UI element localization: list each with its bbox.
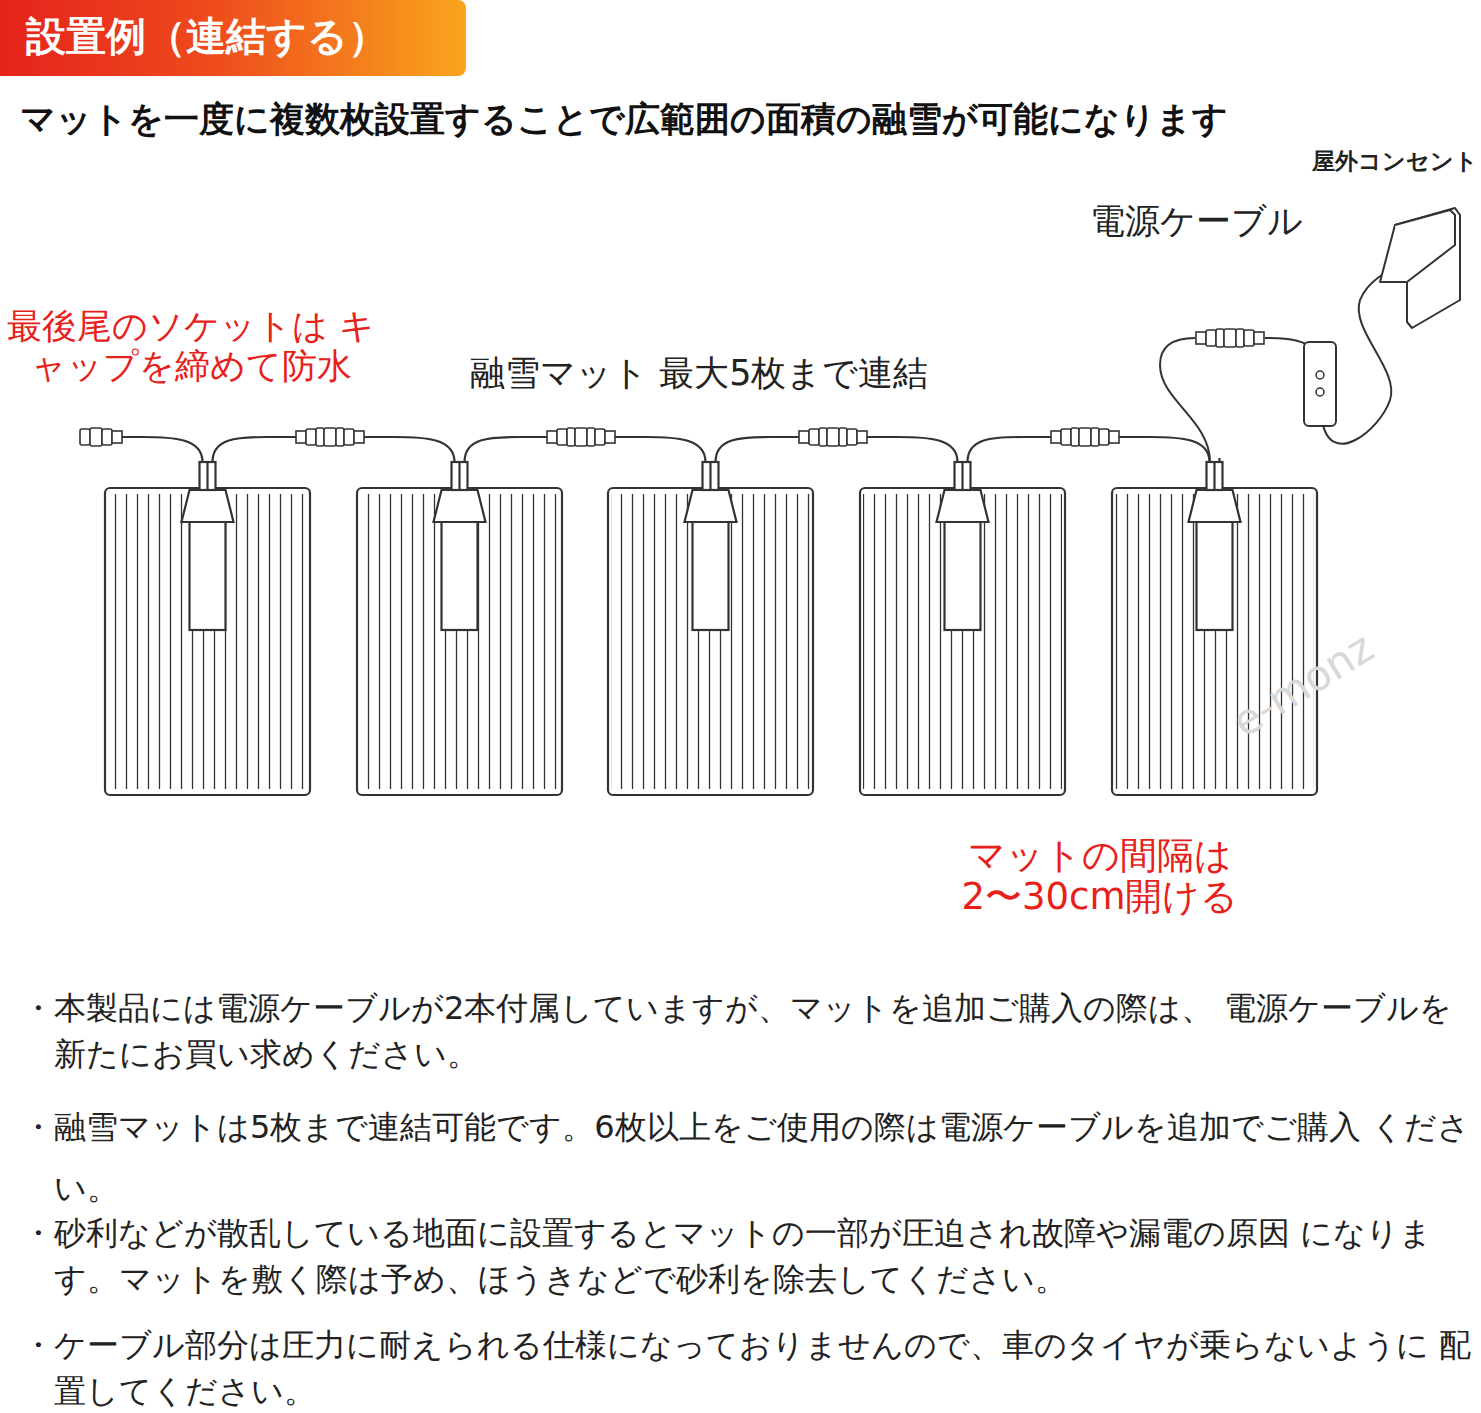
mat-part [1115, 494, 1314, 789]
mat-part [1119, 437, 1210, 462]
mat-part [863, 494, 1062, 789]
note: ・砂利などが散乱している地面に設置するとマットの一部が圧迫され故障や漏電の原因 … [22, 1210, 1481, 1303]
mat-part [452, 462, 468, 490]
note: ・本製品には電源ケーブルが2本付属していますが、マットを追加ご購入の際は、 電源… [22, 985, 1454, 1078]
mat-part [615, 437, 706, 462]
subtitle: マットを一度に複数枚設置することで広範囲の面積の融雪が可能になります [20, 98, 1228, 140]
mat-part [1197, 518, 1233, 630]
mat-part [1207, 462, 1223, 490]
mat-part [1189, 490, 1241, 522]
mat-part [945, 518, 981, 630]
mat-part [360, 494, 559, 789]
mat-part [693, 518, 729, 630]
mat-part [611, 494, 810, 789]
mat-part [357, 488, 562, 795]
mat-part [200, 462, 216, 490]
mat-part [1218, 458, 1220, 462]
mat-part [961, 462, 963, 490]
mat-part [1213, 462, 1215, 490]
mat-part [182, 490, 234, 522]
cable [465, 437, 548, 462]
mat-label: 融雪マット 最大5枚まで連結 [470, 352, 928, 394]
mat-part [108, 494, 307, 789]
mat-part [937, 490, 989, 522]
mat-part [860, 488, 1065, 795]
mat-part [364, 437, 455, 462]
note: ・融雪マットは5枚まで連結可能です。6枚以上をご使用の際は電源ケーブルを追加でご… [22, 1097, 1481, 1219]
mat-part [955, 462, 971, 490]
spacing-note: マットの間隔は 2〜30cm開ける [945, 835, 1255, 918]
mat-part [122, 437, 203, 462]
mat-part [703, 462, 719, 490]
cable [968, 437, 1052, 462]
cable-label: 電源ケーブル [1090, 200, 1303, 242]
mat-part [709, 462, 711, 490]
outlet-label: 屋外コンセント [1312, 148, 1478, 176]
cable [716, 437, 800, 462]
mat-part [458, 462, 460, 490]
mat-part [442, 518, 478, 630]
mat-part [1112, 488, 1317, 795]
mat-part [190, 518, 226, 630]
mat-part [206, 462, 208, 490]
mat-part [867, 437, 958, 462]
note: ・ケーブル部分は圧力に耐えられる仕様になっておりませんので、車のタイヤが乗らない… [22, 1322, 1481, 1413]
cable [213, 437, 297, 462]
cap-note: 最後尾のソケットは キャップを締めて防水 [2, 306, 380, 387]
title: 設置例（連結する） [26, 12, 388, 60]
mat-part [105, 488, 310, 795]
mat-part [434, 490, 486, 522]
mat-part [608, 488, 813, 795]
mat-part [685, 490, 737, 522]
